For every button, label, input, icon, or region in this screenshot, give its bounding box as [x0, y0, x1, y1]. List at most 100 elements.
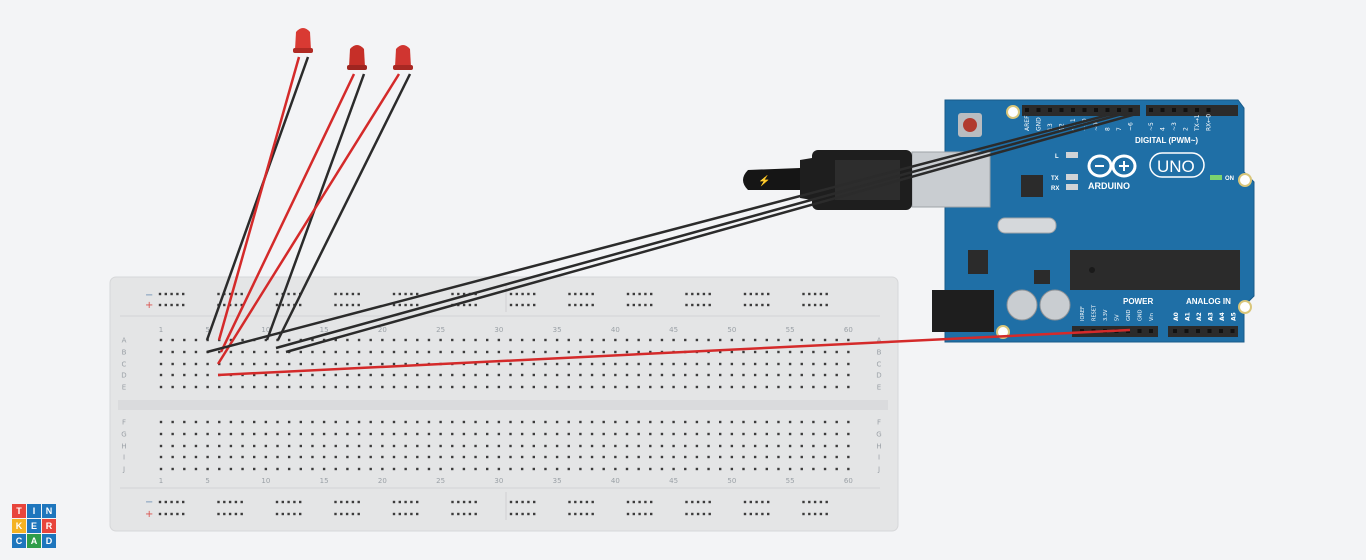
breadboard-hole[interactable]: [835, 467, 838, 471]
rail-hole[interactable]: [357, 303, 360, 307]
breadboard-hole[interactable]: [590, 373, 594, 377]
rail-hole[interactable]: [223, 303, 226, 307]
breadboard-hole[interactable]: [590, 467, 594, 471]
breadboard-hole[interactable]: [649, 455, 652, 459]
breadboard-hole[interactable]: [847, 385, 850, 389]
breadboard-hole[interactable]: [392, 455, 396, 459]
breadboard-hole[interactable]: [835, 350, 838, 354]
rail-hole[interactable]: [416, 512, 419, 516]
rail-hole[interactable]: [819, 303, 823, 307]
breadboard-hole[interactable]: [334, 373, 337, 377]
breadboard-hole[interactable]: [404, 444, 407, 448]
breadboard-hole[interactable]: [486, 385, 489, 389]
breadboard-hole[interactable]: [777, 338, 780, 342]
breadboard-hole[interactable]: [183, 350, 186, 354]
breadboard-hole[interactable]: [567, 420, 570, 424]
breadboard-hole[interactable]: [707, 444, 710, 448]
breadboard-hole[interactable]: [392, 432, 396, 436]
rail-hole[interactable]: [462, 303, 466, 307]
breadboard-hole[interactable]: [322, 432, 326, 436]
rail-hole[interactable]: [767, 303, 770, 307]
breadboard-hole[interactable]: [672, 385, 675, 389]
digital-pin[interactable]: [1048, 108, 1052, 112]
breadboard-hole[interactable]: [835, 420, 838, 424]
breadboard-hole[interactable]: [334, 338, 337, 342]
breadboard-hole[interactable]: [404, 373, 407, 377]
rail-hole[interactable]: [825, 500, 828, 504]
breadboard-hole[interactable]: [847, 373, 850, 377]
rail-hole[interactable]: [351, 512, 355, 516]
rail-hole[interactable]: [228, 292, 232, 296]
breadboard-hole[interactable]: [369, 338, 372, 342]
breadboard-hole[interactable]: [614, 420, 617, 424]
breadboard-hole[interactable]: [765, 432, 768, 436]
rail-hole[interactable]: [182, 303, 185, 307]
breadboard-hole[interactable]: [392, 350, 396, 354]
breadboard-hole[interactable]: [229, 455, 233, 459]
rail-hole[interactable]: [708, 512, 711, 516]
power-pin[interactable]: [1080, 329, 1084, 333]
rail-hole[interactable]: [228, 512, 232, 516]
breadboard-hole[interactable]: [462, 467, 466, 471]
breadboard-hole[interactable]: [555, 385, 559, 389]
breadboard-hole[interactable]: [555, 455, 559, 459]
rail-hole[interactable]: [293, 292, 296, 296]
breadboard-hole[interactable]: [555, 444, 559, 448]
analog-pin[interactable]: [1230, 329, 1235, 333]
rail-hole[interactable]: [808, 500, 811, 504]
rail-hole[interactable]: [632, 292, 635, 296]
breadboard-hole[interactable]: [241, 362, 244, 366]
wire-red-led1[interactable]: [217, 56, 301, 341]
breadboard-hole[interactable]: [707, 362, 710, 366]
breadboard-hole[interactable]: [183, 444, 186, 448]
rail-hole[interactable]: [574, 512, 577, 516]
rail-hole[interactable]: [638, 292, 641, 296]
breadboard-hole[interactable]: [276, 420, 279, 424]
breadboard-hole[interactable]: [707, 373, 710, 377]
breadboard-hole[interactable]: [497, 432, 501, 436]
rail-hole[interactable]: [825, 303, 828, 307]
rail-hole[interactable]: [533, 512, 536, 516]
breadboard-hole[interactable]: [159, 432, 163, 436]
breadboard-hole[interactable]: [614, 444, 617, 448]
rail-hole[interactable]: [691, 512, 694, 516]
rail-hole[interactable]: [234, 303, 238, 307]
breadboard-hole[interactable]: [707, 338, 710, 342]
breadboard-hole[interactable]: [753, 385, 757, 389]
rail-hole[interactable]: [457, 500, 460, 504]
breadboard-hole[interactable]: [276, 385, 279, 389]
breadboard-hole[interactable]: [369, 385, 372, 389]
breadboard-hole[interactable]: [695, 338, 699, 342]
breadboard-hole[interactable]: [590, 350, 594, 354]
breadboard-hole[interactable]: [229, 432, 233, 436]
rail-hole[interactable]: [644, 292, 647, 296]
breadboard-hole[interactable]: [218, 432, 221, 436]
breadboard-hole[interactable]: [719, 467, 722, 471]
rail-hole[interactable]: [761, 512, 764, 516]
rail-hole[interactable]: [685, 512, 688, 516]
breadboard-hole[interactable]: [777, 385, 780, 389]
rail-hole[interactable]: [574, 500, 577, 504]
breadboard-hole[interactable]: [404, 467, 407, 471]
breadboard-hole[interactable]: [241, 385, 244, 389]
breadboard-hole[interactable]: [497, 362, 501, 366]
breadboard-hole[interactable]: [264, 338, 268, 342]
breadboard-hole[interactable]: [684, 420, 687, 424]
rail-hole[interactable]: [591, 292, 594, 296]
breadboard-hole[interactable]: [520, 385, 524, 389]
analog-header[interactable]: [1168, 326, 1238, 337]
breadboard-hole[interactable]: [287, 373, 291, 377]
breadboard-hole[interactable]: [695, 420, 699, 424]
breadboard-hole[interactable]: [486, 444, 489, 448]
breadboard-hole[interactable]: [544, 373, 547, 377]
breadboard-hole[interactable]: [276, 455, 279, 459]
breadboard-hole[interactable]: [392, 444, 396, 448]
rail-hole[interactable]: [515, 303, 518, 307]
breadboard-hole[interactable]: [800, 373, 803, 377]
breadboard-hole[interactable]: [812, 338, 815, 342]
rail-hole[interactable]: [761, 500, 764, 504]
wire-black-led1[interactable]: [205, 56, 310, 341]
breadboard-hole[interactable]: [334, 362, 337, 366]
rail-hole[interactable]: [626, 292, 630, 296]
